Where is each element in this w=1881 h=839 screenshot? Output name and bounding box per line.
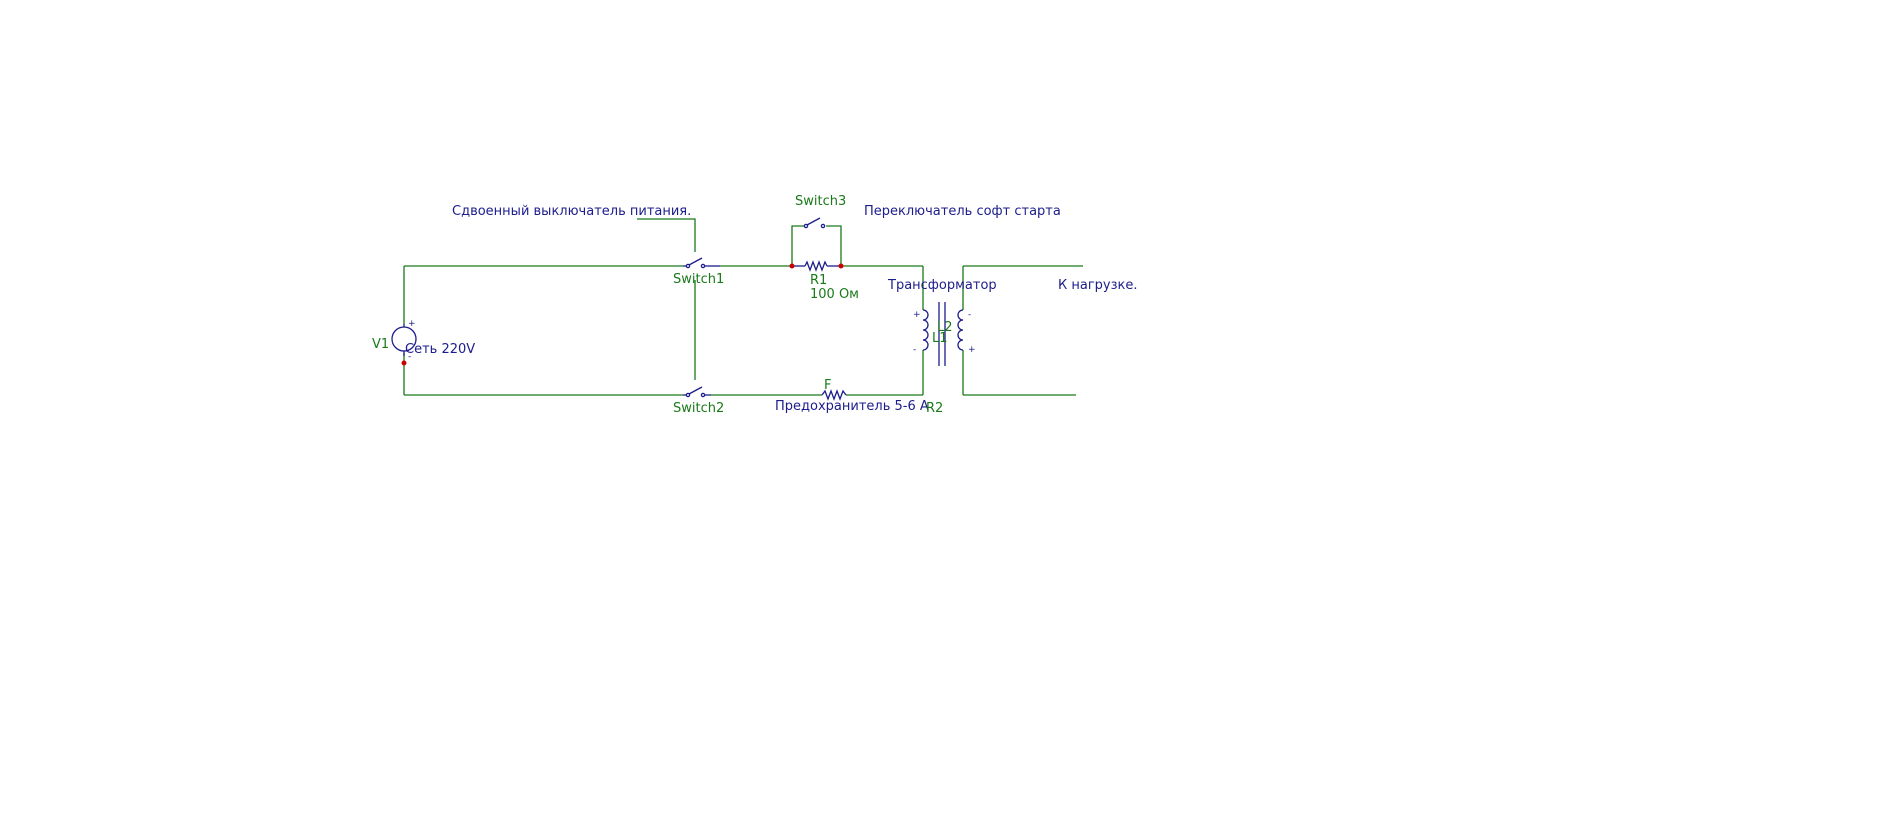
l2-minus: -: [968, 310, 971, 320]
l1-minus: -: [913, 345, 916, 355]
switch3-label: Switch3: [795, 194, 846, 209]
node-r1-left: [789, 263, 795, 269]
switch2-contact-left: [685, 392, 691, 398]
note-fuse: Предохранитель 5-6 А: [775, 399, 929, 414]
note-soft-start: Переключатель софт старта: [864, 204, 1061, 219]
r1-value-label: 100 Ом: [810, 287, 859, 302]
note-double-switch: Сдвоенный выключатель питания.: [452, 204, 691, 219]
r1-resistor[interactable]: [793, 260, 840, 272]
bypass-right: [826, 225, 842, 266]
l1-ref-label: L1: [932, 331, 948, 346]
note-transformer: Трансформатор: [887, 278, 997, 293]
transformer[interactable]: + - - +: [913, 302, 976, 366]
r1-zigzag: [804, 260, 828, 272]
switch2-label: Switch2: [673, 401, 724, 416]
node-r1-right: [838, 263, 844, 269]
note-load: К нагрузке.: [1058, 278, 1138, 293]
v1-value-label: Сеть 220V: [405, 342, 475, 357]
fuse-zigzag: [821, 389, 847, 401]
v1-ref-label: V1: [372, 337, 389, 352]
switch2[interactable]: [683, 386, 711, 398]
switch3[interactable]: [803, 217, 826, 229]
labels: Сдвоенный выключатель питания. Переключа…: [372, 194, 1138, 416]
switch3-contact-right: [820, 223, 826, 229]
l2-ref-label: L2: [937, 320, 953, 335]
node-v1-minus: [401, 360, 407, 366]
switch1-blade: [688, 257, 703, 266]
switch2-blade: [688, 386, 703, 395]
wires: [403, 218, 1083, 396]
r2-ref-label: R2: [926, 401, 943, 416]
v1-minus: -: [408, 352, 411, 362]
switch1-label: Switch1: [673, 272, 724, 287]
switch1[interactable]: [683, 257, 720, 269]
v1-source[interactable]: + -: [391, 319, 417, 362]
switch3-blade: [806, 217, 821, 226]
switch3-contact-left: [803, 223, 809, 229]
switch1-contact-right: [700, 263, 706, 269]
v1-plus: +: [408, 319, 416, 329]
switch1-contact-left: [685, 263, 691, 269]
secondary-coil: [957, 309, 964, 351]
r1-ref-label: R1: [810, 273, 827, 288]
note-leader: [637, 218, 696, 252]
primary-coil: [922, 309, 929, 351]
fuse-ref-label: F: [824, 378, 831, 393]
fuse-f[interactable]: [821, 389, 847, 401]
l1-plus: +: [913, 310, 921, 320]
junction-nodes: [401, 263, 844, 366]
bypass-left: [791, 225, 805, 266]
l2-plus: +: [968, 345, 976, 355]
switch2-contact-right: [700, 392, 706, 398]
